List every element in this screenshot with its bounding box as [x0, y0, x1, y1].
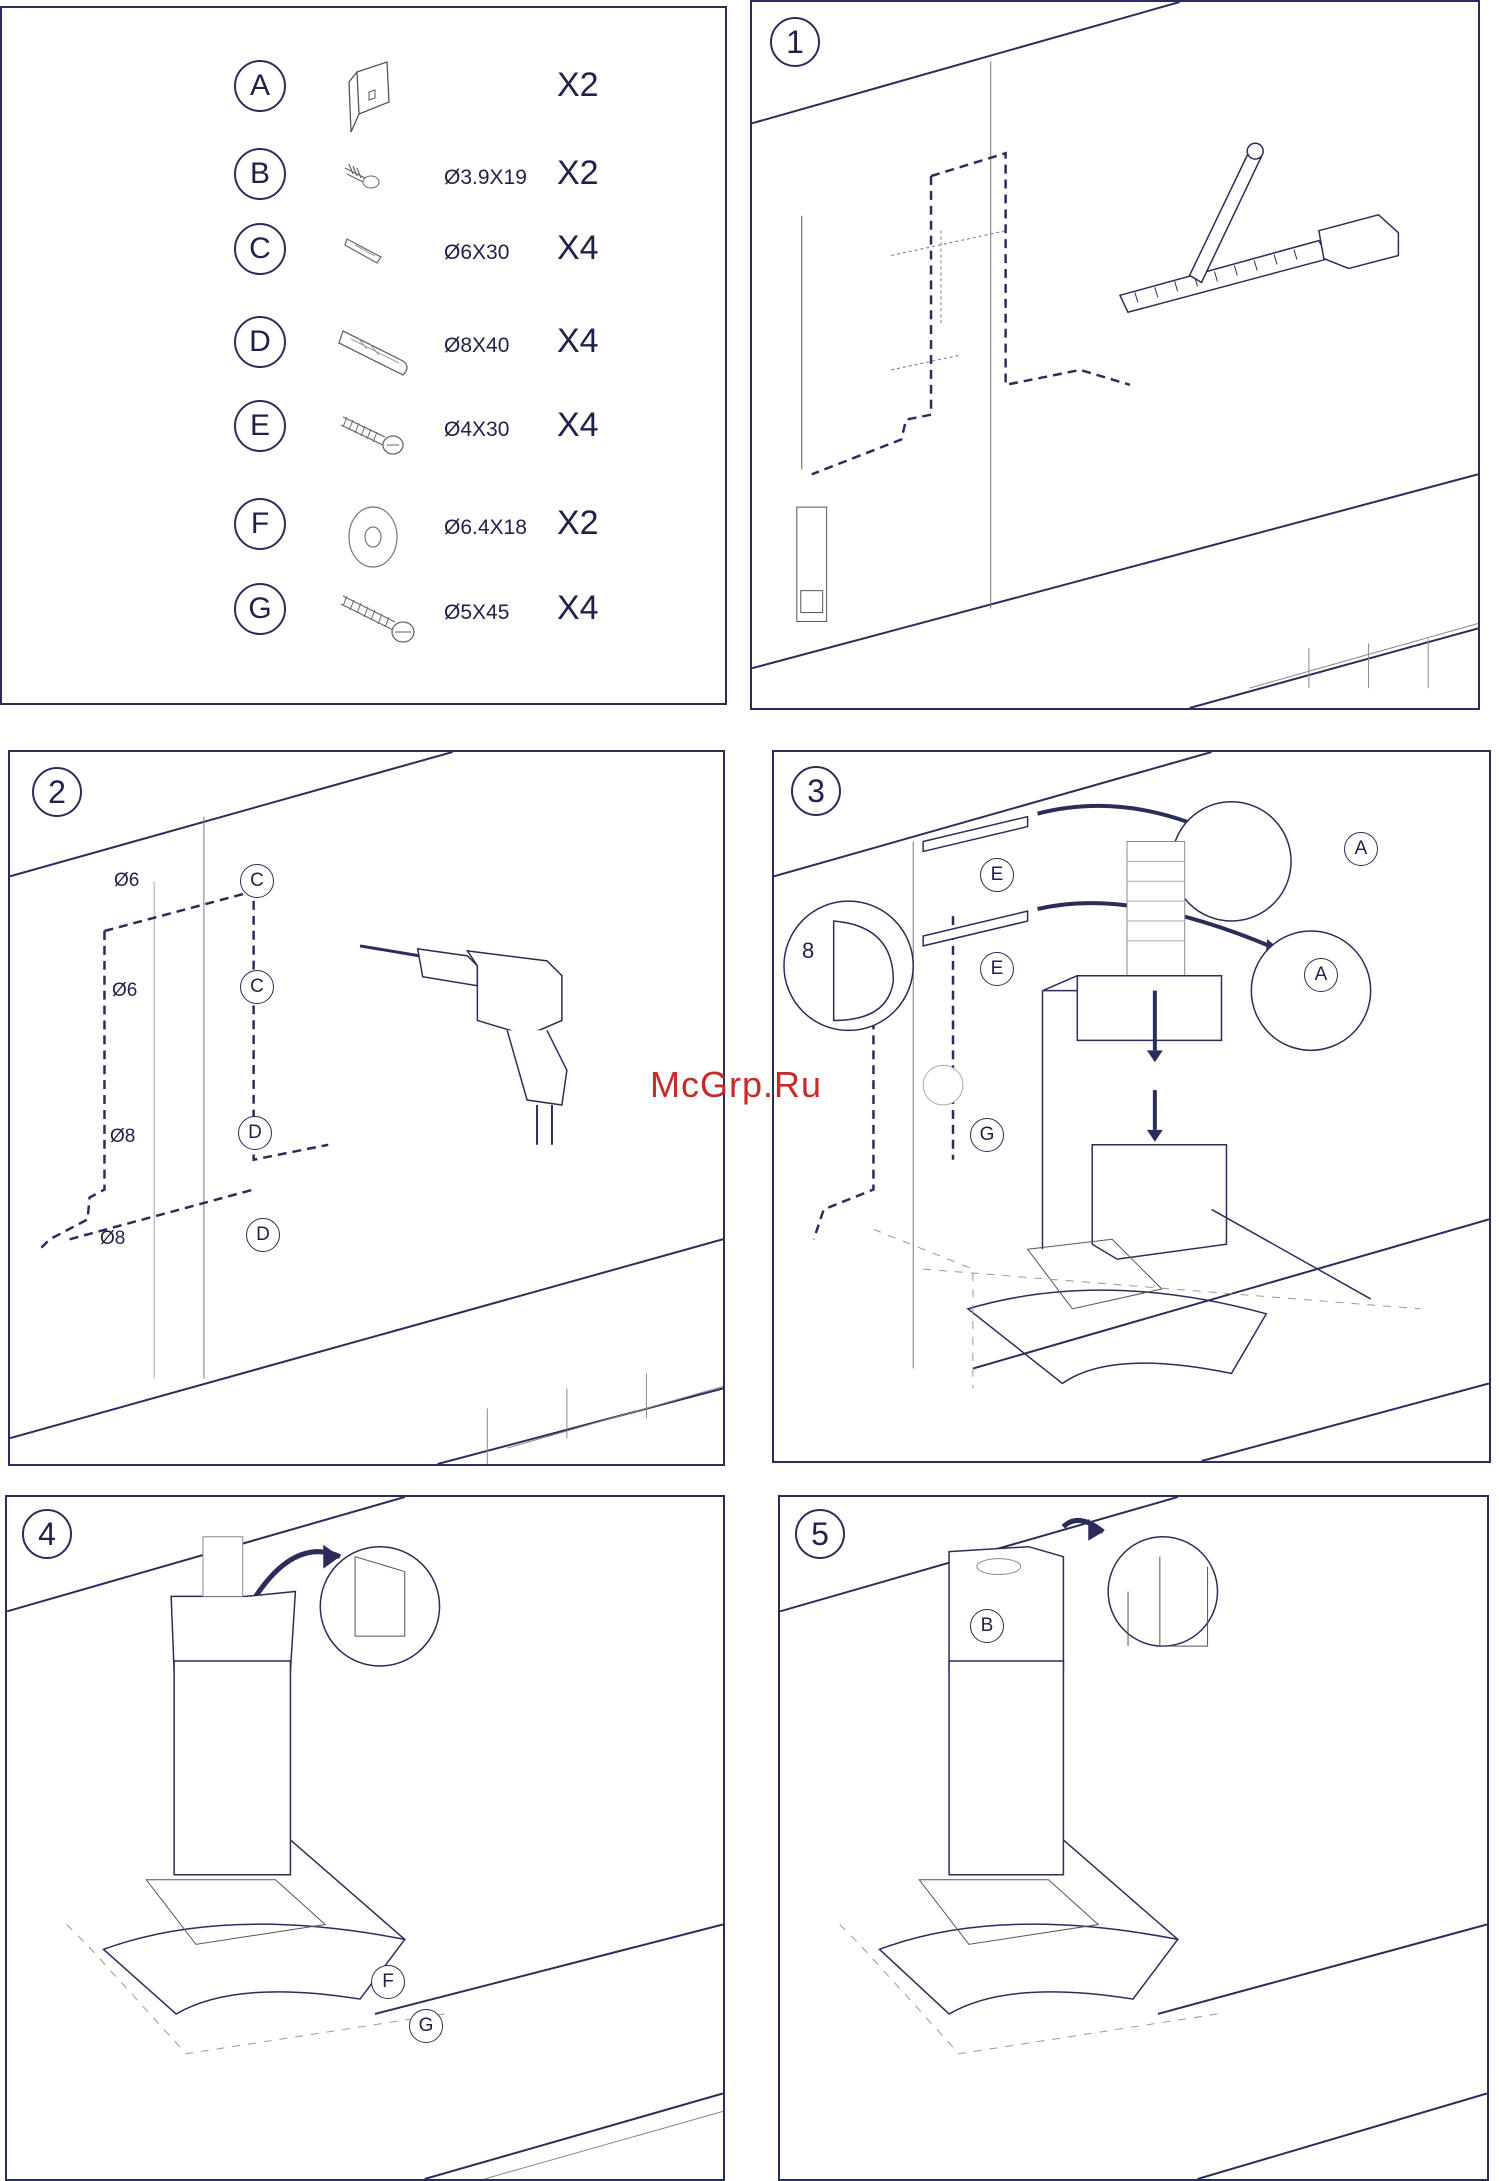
- step-3-panel: 3 E E G A A 8: [772, 750, 1491, 1463]
- washer-icon: [337, 498, 427, 568]
- part-callout-a: A: [1304, 958, 1338, 992]
- part-callout-a: A: [1344, 832, 1378, 866]
- step-number-badge: 1: [770, 17, 820, 67]
- part-row-g: G Ø5X45 X4: [2, 583, 725, 643]
- step-2-illustration: [10, 752, 723, 1464]
- part-letter: B: [234, 148, 286, 200]
- parts-list-panel: A X2 B Ø3.9X19 X2 C Ø6X30 X4 D Ø8X40 X4: [0, 6, 727, 705]
- part-callout-g: G: [409, 2009, 443, 2043]
- step-number-badge: 3: [791, 766, 841, 816]
- step-4-illustration: [7, 1497, 723, 2179]
- part-callout-c: C: [240, 864, 274, 898]
- part-spec: Ø8X40: [444, 334, 509, 358]
- part-qty: X2: [557, 66, 599, 105]
- part-qty: X4: [557, 406, 599, 445]
- part-letter: C: [234, 223, 286, 275]
- part-spec: Ø3.9X19: [444, 166, 527, 190]
- watermark-text: McGrp.Ru: [650, 1064, 822, 1106]
- part-spec: Ø6.4X18: [444, 516, 527, 540]
- part-row-c: C Ø6X30 X4: [2, 223, 725, 283]
- step-number-badge: 5: [795, 1509, 845, 1559]
- part-row-b: B Ø3.9X19 X2: [2, 148, 725, 208]
- part-callout-b: B: [970, 1609, 1004, 1643]
- part-spec: Ø6X30: [444, 241, 509, 265]
- part-letter: D: [234, 316, 286, 368]
- part-row-d: D Ø8X40 X4: [2, 316, 725, 376]
- step-number-badge: 2: [32, 767, 82, 817]
- part-letter: A: [234, 60, 286, 112]
- small-screw-icon: [337, 148, 427, 208]
- part-spec: Ø4X30: [444, 418, 509, 442]
- part-callout-f: F: [371, 1965, 405, 1999]
- bracket-icon: [337, 52, 427, 132]
- hole-diameter-label: Ø8: [100, 1228, 125, 1250]
- part-qty: X2: [557, 504, 599, 543]
- wall-plug-icon: [337, 316, 427, 386]
- part-spec: Ø5X45: [444, 601, 509, 625]
- step-number-badge: 4: [22, 1509, 72, 1559]
- part-row-f: F Ø6.4X18 X2: [2, 498, 725, 558]
- long-screw-icon: [337, 583, 427, 653]
- part-callout-d: D: [246, 1218, 280, 1252]
- part-row-a: A X2: [2, 60, 725, 120]
- part-row-e: E Ø4X30 X4: [2, 400, 725, 460]
- part-qty: X4: [557, 229, 599, 268]
- part-letter: E: [234, 400, 286, 452]
- step-1-panel: 1: [750, 0, 1480, 710]
- part-letter: F: [234, 498, 286, 550]
- part-callout-g: G: [970, 1118, 1004, 1152]
- step-5-illustration: [780, 1497, 1487, 2179]
- part-callout-e: E: [980, 952, 1014, 986]
- step-1-illustration: [752, 2, 1478, 708]
- depth-label: 8: [802, 938, 814, 964]
- part-qty: X2: [557, 154, 599, 193]
- step-5-panel: 5 B: [778, 1495, 1489, 2181]
- hole-diameter-label: Ø8: [110, 1126, 135, 1148]
- part-callout-c: C: [240, 970, 274, 1004]
- step-3-illustration: [774, 752, 1489, 1461]
- part-letter: G: [234, 583, 286, 635]
- hole-diameter-label: Ø6: [112, 980, 137, 1002]
- part-qty: X4: [557, 322, 599, 361]
- part-qty: X4: [557, 589, 599, 628]
- screw-icon: [337, 400, 427, 470]
- step-4-panel: 4 F G: [5, 1495, 725, 2181]
- small-plug-icon: [337, 223, 427, 283]
- part-callout-e: E: [980, 858, 1014, 892]
- part-callout-d: D: [238, 1116, 272, 1150]
- step-2-panel: 2 Ø6 Ø6 Ø8 Ø8 C C D D: [8, 750, 725, 1466]
- hole-diameter-label: Ø6: [114, 870, 139, 892]
